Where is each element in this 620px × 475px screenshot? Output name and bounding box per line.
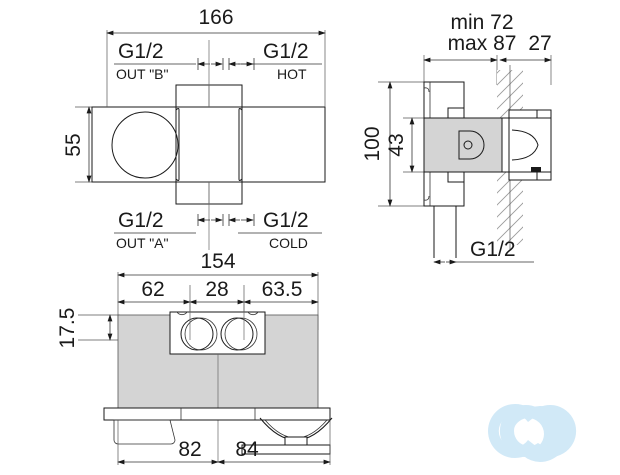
escutcheon-detail-block (531, 167, 541, 172)
dimension-17-5: 17.5 (56, 308, 190, 349)
dimension-g12-outlet: G1/2 (433, 238, 534, 265)
dim-166-text: 166 (198, 6, 233, 29)
front-view-group: 154 62 28 63.5 17.5 (56, 250, 333, 465)
g12-label-hot: G1/2 (263, 40, 309, 63)
port-label-out-a: G1/2 OUT "A" (114, 209, 196, 251)
left-bracket (113, 419, 176, 445)
fillet-tl (175, 108, 180, 111)
escutcheon-top-flange (508, 109, 552, 119)
g12-outlet-text: G1/2 (470, 238, 516, 261)
port-label-cold: G1/2 COLD (238, 209, 322, 251)
handle-right-outer (220, 317, 254, 351)
bowl-stem (284, 436, 308, 446)
dimension-27: 27 (499, 32, 552, 85)
cold-label: COLD (269, 235, 308, 251)
dimension-segments: 62 28 63.5 (117, 278, 319, 330)
base-plate (103, 407, 331, 421)
port-label-out-b: G1/2 OUT "B" (114, 40, 196, 82)
g12-label-out-b: G1/2 (118, 40, 164, 63)
fillet-bl (175, 178, 180, 181)
dimension-82-84: 82 84 (117, 420, 331, 465)
dimension-43: 43 (385, 117, 424, 173)
dimension-min72-max87: min 72 max 87 (423, 11, 517, 85)
fillet-tr (238, 108, 243, 111)
escutcheon-cone (511, 129, 539, 161)
dim-43-text: 43 (385, 133, 408, 156)
top-view-group: 166 G1/2 OUT "B" G1/2 HOT (62, 6, 326, 251)
side-view-group: min 72 max 87 27 100 43 (361, 11, 552, 265)
dim-28-text: 28 (205, 278, 228, 301)
watermark-logo (488, 403, 577, 462)
out-a-label: OUT "A" (116, 235, 168, 251)
handle-right-inner (224, 317, 258, 351)
dim-62-text: 62 (141, 278, 164, 301)
dim-27-text: 27 (528, 32, 551, 55)
dim-55-text: 55 (62, 133, 85, 156)
escutcheon-body (508, 109, 552, 181)
dim-17-5-text: 17.5 (56, 308, 79, 349)
cover-notch-left (176, 311, 188, 316)
dim-82-text: 82 (178, 438, 201, 461)
dim-63-5-text: 63.5 (262, 278, 303, 301)
out-b-label: OUT "B" (116, 66, 168, 82)
keyhole-pin (463, 140, 473, 150)
dimension-166: 166 (106, 6, 326, 95)
notch-lower (447, 170, 465, 183)
dim-84-text: 84 (235, 438, 259, 461)
side-body-gray (423, 117, 503, 173)
g12-label-out-a: G1/2 (118, 209, 164, 232)
handle-left-inner (184, 317, 218, 351)
handle-left-outer (180, 317, 214, 351)
fillet-br (238, 178, 243, 181)
dim-min72-text: min 72 (450, 11, 513, 34)
upper-thread-ticks (197, 58, 255, 70)
port-label-hot: G1/2 HOT (238, 40, 322, 82)
notch-upper (447, 107, 465, 120)
side-body-bottom-fillet (423, 195, 430, 201)
dim-154-text: 154 (200, 250, 235, 273)
dimension-100: 100 (361, 81, 424, 207)
side-body-top-fillet (423, 87, 430, 93)
cover-notch-right (247, 311, 259, 316)
keyhole-shape (458, 130, 485, 160)
dim-max87-text: max 87 (448, 32, 517, 55)
central-square (175, 106, 243, 183)
lower-thread-ticks (197, 214, 255, 226)
wall-plate (501, 117, 510, 173)
hot-label: HOT (277, 66, 307, 82)
dim-100-text: 100 (361, 126, 384, 161)
cartridge-circle (111, 111, 179, 179)
escutcheon-bottom-flange (508, 171, 552, 181)
bowl-inner (264, 419, 328, 439)
g12-label-cold: G1/2 (263, 209, 309, 232)
